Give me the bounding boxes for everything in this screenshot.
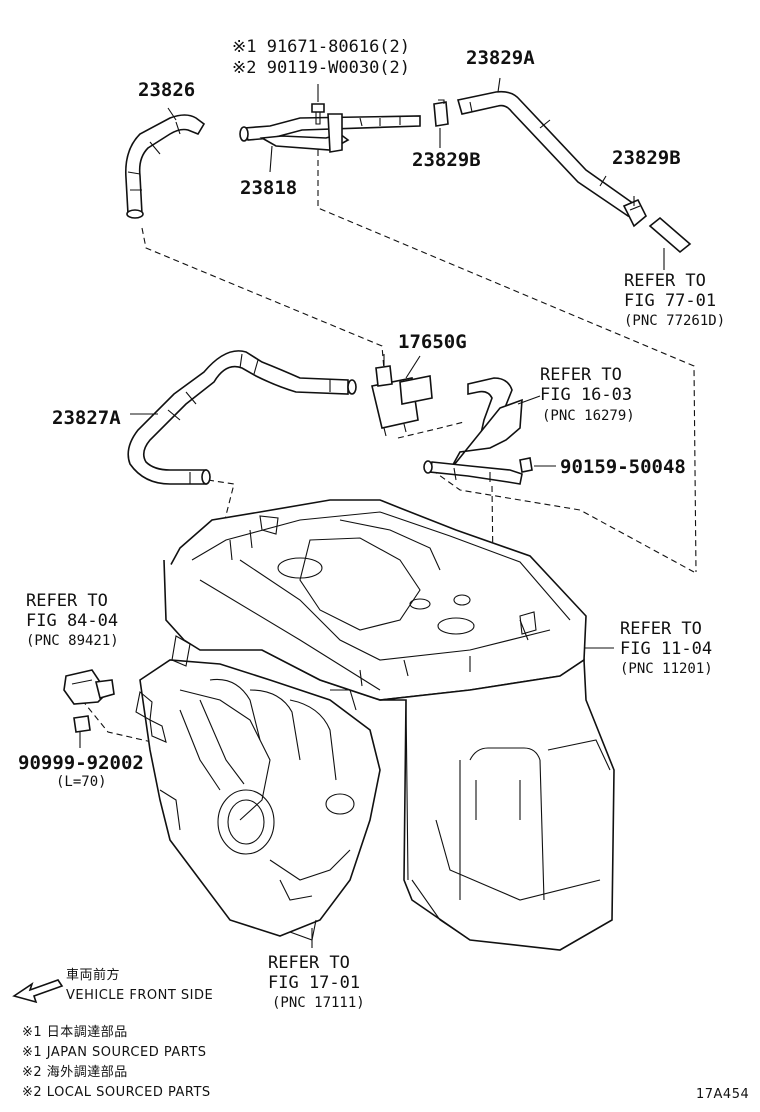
pipe-bracket-16279[interactable] bbox=[423, 377, 541, 485]
label-23829B-upper[interactable]: 23829B bbox=[412, 149, 481, 171]
label-refer84-2[interactable]: FIG 84-04 bbox=[26, 611, 118, 631]
pipe-23818[interactable] bbox=[239, 113, 421, 153]
label-ann2: ※2 90119-W0030(2) bbox=[232, 58, 410, 78]
label-90159-50048[interactable]: 90159-50048 bbox=[560, 456, 686, 478]
label-refer17-1: REFER TO bbox=[268, 953, 350, 973]
note-2-jp: ※2 海外調達部品 bbox=[22, 1065, 128, 1080]
label-90999-length: (L=70) bbox=[56, 774, 107, 790]
vehicle-front-arrow-icon bbox=[12, 979, 64, 1004]
bolt-91671-icon[interactable] bbox=[311, 84, 325, 125]
leader-lines bbox=[130, 77, 635, 948]
label-refer84-3: (PNC 89421) bbox=[26, 633, 119, 649]
valve-17650G[interactable] bbox=[371, 354, 433, 437]
hose-23826[interactable] bbox=[124, 114, 206, 219]
label-refer16-2[interactable]: FIG 16-03 bbox=[540, 385, 632, 405]
note-1-en: ※1 JAPAN SOURCED PARTS bbox=[22, 1045, 207, 1060]
pipe-stub-77261D bbox=[648, 216, 692, 270]
label-refer17-3: (PNC 17111) bbox=[272, 995, 365, 1011]
label-refer16-1: REFER TO bbox=[540, 365, 622, 385]
hose-90999-92002[interactable] bbox=[73, 715, 91, 748]
hose-23827A[interactable] bbox=[127, 350, 357, 485]
label-23826[interactable]: 23826 bbox=[138, 79, 195, 101]
sensor-89421[interactable] bbox=[63, 669, 115, 705]
hose-23829A[interactable] bbox=[456, 90, 636, 218]
label-refer77-1: REFER TO bbox=[624, 271, 706, 291]
label-refer11-3: (PNC 11201) bbox=[620, 661, 713, 677]
clip-23829B-upper[interactable] bbox=[433, 99, 449, 127]
label-23829A[interactable]: 23829A bbox=[466, 47, 535, 69]
label-17650G[interactable]: 17650G bbox=[398, 331, 467, 353]
clip-23829B-lower[interactable] bbox=[622, 198, 647, 228]
label-23829B-lower[interactable]: 23829B bbox=[612, 147, 681, 169]
label-90999-92002[interactable]: 90999-92002 bbox=[18, 752, 144, 774]
engine-assembly bbox=[135, 499, 615, 951]
label-refer16-3: (PNC 16279) bbox=[542, 408, 635, 424]
front-label-jp: 車両前方 bbox=[66, 967, 120, 983]
label-refer17-2[interactable]: FIG 17-01 bbox=[268, 973, 360, 993]
label-refer11-2[interactable]: FIG 11-04 bbox=[620, 639, 712, 659]
label-ann1: ※1 91671-80616(2) bbox=[232, 37, 410, 57]
label-refer77-3: (PNC 77261D) bbox=[624, 313, 725, 329]
label-refer11-1: REFER TO bbox=[620, 619, 702, 639]
front-label-en: VEHICLE FRONT SIDE bbox=[66, 988, 213, 1003]
note-2-en: ※2 LOCAL SOURCED PARTS bbox=[22, 1085, 211, 1100]
label-23827A[interactable]: 23827A bbox=[52, 407, 121, 429]
label-refer84-1: REFER TO bbox=[26, 591, 108, 611]
figure-code: 17A454 bbox=[696, 1087, 749, 1102]
label-23818[interactable]: 23818 bbox=[240, 177, 297, 199]
note-1-jp: ※1 日本調達部品 bbox=[22, 1025, 128, 1040]
bolt-90159-icon[interactable] bbox=[519, 457, 556, 473]
label-refer77-2[interactable]: FIG 77-01 bbox=[624, 291, 716, 311]
